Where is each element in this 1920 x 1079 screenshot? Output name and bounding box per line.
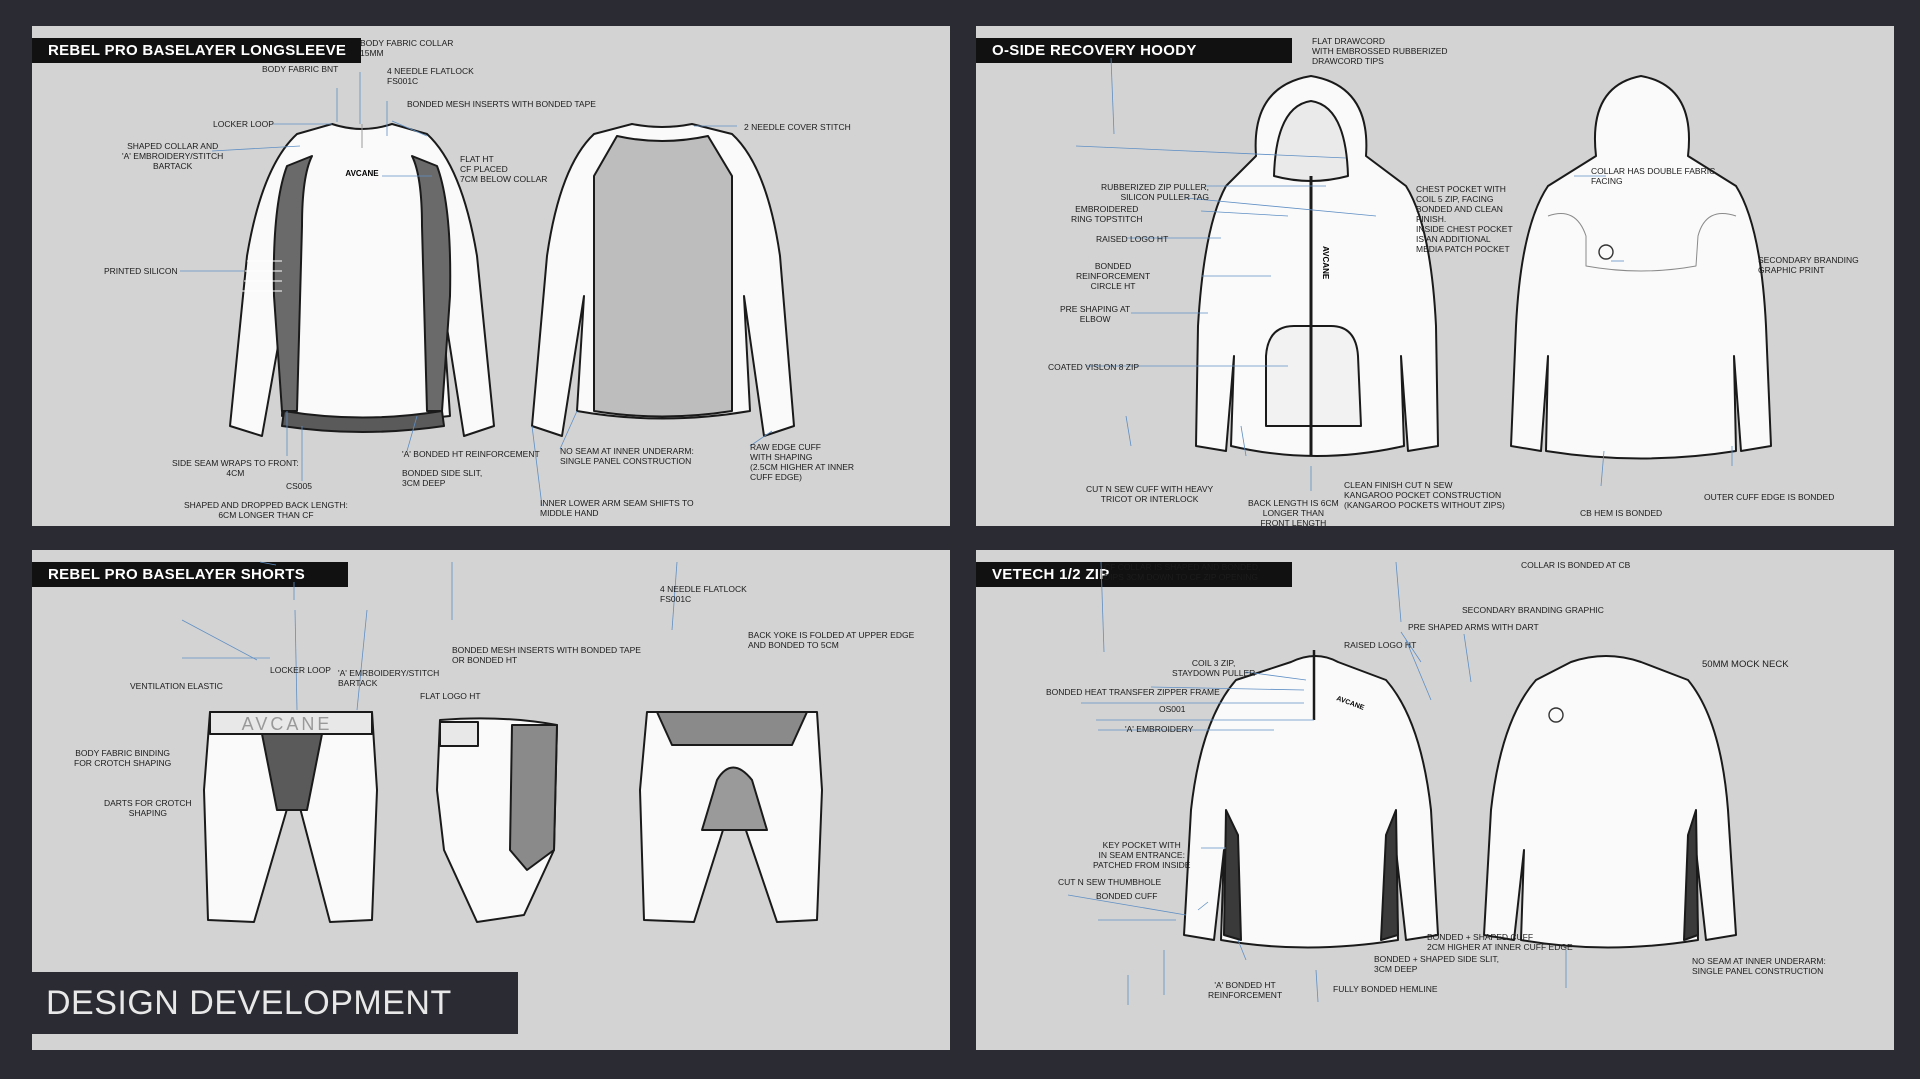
label-cf-collar: CF COLLAR IS SHAPED AND BONDED, DIPS 3CM… bbox=[1104, 562, 1261, 582]
label-raw-edge-cuff: RAW EDGE CUFF WITH SHAPING (2.5CM HIGHER… bbox=[750, 442, 855, 482]
leader-lines bbox=[1067, 561, 1567, 1005]
label-side-slit: BONDED + SHAPED SIDE SLIT, 3CM DEEP bbox=[1374, 954, 1499, 974]
panel-title: VETECH 1/2 ZIP bbox=[976, 562, 1292, 587]
shorts-front bbox=[203, 711, 378, 923]
label-bonded-shaped-cuff: BONDED + SHAPED CUFF 2CM HIGHER AT INNER… bbox=[1427, 932, 1573, 952]
label-zip-puller: RUBBERIZED ZIP PULLER, SILICON PULLER TA… bbox=[1101, 182, 1210, 202]
label-coated-zip: COATED VISLON 8 ZIP bbox=[1048, 362, 1140, 372]
panel-hoody: O-SIDE RECOVERY HOODY AVCANE bbox=[976, 26, 1894, 526]
label-flat-logo-ht: FLAT LOGO HT bbox=[420, 691, 481, 701]
label-clean-finish: CLEAN FINISH CUT N SEW KANGAROO POCKET C… bbox=[1344, 480, 1505, 510]
label-body-fabric-collar: BODY FABRIC COLLAR 15mm bbox=[360, 38, 454, 58]
label-chest-pocket: CHEST POCKET WITH COIL 5 ZIP, FACING BON… bbox=[1416, 184, 1513, 254]
label-cut-sew-cuff: CUT N SEW CUFF WITH HEAVY TRICOT OR INTE… bbox=[1086, 484, 1214, 504]
label-collar-double: COLLAR HAS DOUBLE FABRIC FACING bbox=[1591, 166, 1716, 186]
label-no-seam: NO SEAM AT INNER UNDERARM: SINGLE PANEL … bbox=[1692, 956, 1826, 976]
label-cb-hem: CB HEM IS BONDED bbox=[1580, 508, 1663, 518]
label-thumbhole: CUT N SEW THUMBHOLE bbox=[1058, 877, 1162, 887]
label-bonded-cuff: BONDED CUFF bbox=[1096, 891, 1158, 901]
label-pre-shaping: PRE SHAPING AT ELBOW bbox=[1060, 304, 1131, 324]
label-body-fabric-bnt: BODY FABRIC BNT bbox=[262, 64, 339, 74]
shorts-back bbox=[639, 711, 823, 923]
shorts-logo: AVCANE bbox=[242, 714, 333, 734]
panel-longsleeve: REBEL PRO BASELAYER LONGSLEEVE AVCANE bbox=[32, 26, 950, 526]
label-side-seam: SIDE SEAM WRAPS TO FRONT: 4CM bbox=[172, 458, 299, 478]
label-4-needle-flatlock: 4 NEEDLE FLATLOCK FS001C bbox=[660, 584, 747, 604]
label-a-bonded-ht: 'A' BONDED HT REINFORCEMENT bbox=[1208, 980, 1283, 1000]
panel-vetech: VETECH 1/2 ZIP AVCANE bbox=[976, 550, 1894, 1050]
label-drawcord: FLAT DRAWCORD WITH EMBROSSED RUBBERIZED … bbox=[1312, 36, 1448, 66]
label-dropped-back: SHAPED AND DROPPED BACK LENGTH: 6CM LONG… bbox=[184, 500, 348, 520]
panel-title: REBEL PRO BASELAYER SHORTS bbox=[32, 562, 348, 587]
hoody-back bbox=[1510, 75, 1772, 460]
label-secondary-branding: SECONDARY BRANDING GRAPHIC PRINT bbox=[1758, 255, 1859, 275]
label-cover-stitch: 2 NEEDLE COVER STITCH bbox=[744, 122, 851, 132]
hoody-logo: AVCANE bbox=[1321, 246, 1330, 280]
leader-lines bbox=[181, 561, 678, 711]
label-collar-cb: COLLAR IS BONDED AT CB bbox=[1521, 560, 1631, 570]
shorts-illustration: AVCANE bbox=[181, 561, 823, 923]
hoody-illustration: AVCANE bbox=[1075, 57, 1772, 491]
label-raised-logo: RAISED LOGO HT bbox=[1344, 640, 1417, 650]
label-raised-logo: RAISED LOGO HT bbox=[1096, 234, 1169, 244]
label-outer-cuff: OUTER CUFF EDGE IS BONDED bbox=[1704, 492, 1835, 502]
label-back-length: BACK LENGTH IS 6CM LONGER THAN FRONT LEN… bbox=[1248, 498, 1339, 526]
label-ventilation-elastic: VENTILATION ELASTIC bbox=[130, 681, 223, 691]
label-side-slit: BONDED SIDE SLIT, 3CM DEEP bbox=[402, 468, 483, 488]
label-ring-topstitch: EMBROIDERED RING TOPSTITCH bbox=[1071, 204, 1143, 224]
label-binding: BODY FABRIC BINDING FOR CROTCH SHAPING bbox=[74, 748, 172, 768]
label-pre-shaped-arms: PRE SHAPED ARMS WITH DART bbox=[1408, 622, 1539, 632]
longsleeve-illustration: AVCANE bbox=[180, 72, 795, 507]
panel-title: REBEL PRO BASELAYER LONGSLEEVE bbox=[32, 38, 361, 63]
label-key-pocket: KEY POCKET WITH IN SEAM ENTRANCE: PATCHE… bbox=[1093, 840, 1191, 870]
label-flat-ht: FLAT HT CF PLACED 7CM BELOW COLLAR bbox=[460, 154, 548, 184]
label-mock-neck: 50mm MOCK NECK bbox=[1702, 659, 1789, 670]
label-bonded-mesh: BONDED MESH INSERTS WITH BONDED TAPE bbox=[407, 99, 596, 109]
label-shaped-collar: SHAPED COLLAR AND 'A' EMBROIDERY/STITCH … bbox=[122, 141, 224, 171]
label-4-needle-flatlock: 4 NEEDLE FLATLOCK FS001C bbox=[387, 66, 474, 86]
label-cs005: CS005 bbox=[286, 481, 312, 491]
label-a-embroidery: 'A' EMRBOIDERY/STITCH BARTACK bbox=[338, 668, 440, 688]
footer-design-development: DESIGN DEVELOPMENT bbox=[32, 972, 518, 1034]
label-printed-silicon: PRINTED SILICON bbox=[104, 266, 178, 276]
label-locker-loop: LOCKER LOOP bbox=[213, 119, 274, 129]
label-bonded-mesh: BONDED MESH INSERTS WITH BONDED TAPE OR … bbox=[452, 645, 641, 665]
label-heat-transfer: BONDED HEAT TRANSFER ZIPPER FRAME bbox=[1046, 687, 1220, 697]
label-bonded-reinforcement: BONDED REINFORCEMENT CIRCLE HT bbox=[1076, 261, 1151, 291]
panel-shorts: REBEL PRO BASELAYER SHORTS AVCANE bbox=[32, 550, 950, 1050]
label-no-seam: NO SEAM AT INNER UNDERARM: SINGLE PANEL … bbox=[560, 446, 694, 466]
label-secondary-branding: SECONDARY BRANDING GRAPHIC bbox=[1462, 605, 1604, 615]
label-hemline: FULLY BONDED HEMLINE bbox=[1333, 984, 1438, 994]
label-darts: DARTS FOR CROTCH SHAPING bbox=[104, 798, 192, 818]
longsleeve-logo: AVCANE bbox=[345, 169, 379, 178]
label-inner-lower-arm: INNER LOWER ARM SEAM SHIFTS TO MIDDLE HA… bbox=[540, 498, 694, 518]
panel-title: O-SIDE RECOVERY HOODY bbox=[976, 38, 1292, 63]
label-a-embroidery: 'A' EMBROIDERY bbox=[1125, 724, 1194, 734]
vetech-front bbox=[1183, 655, 1439, 949]
hoody-front bbox=[1195, 75, 1439, 457]
label-a-bonded-ht: 'A' BONDED HT REINFORCEMENT bbox=[402, 449, 540, 459]
label-os001: OS001 bbox=[1159, 704, 1186, 714]
leader-lines bbox=[180, 72, 773, 507]
label-back-yoke: BACK YOKE IS FOLDED AT UPPER EDGE AND BO… bbox=[748, 630, 915, 650]
label-locker-loop: LOCKER LOOP bbox=[270, 665, 331, 675]
vetech-back bbox=[1483, 655, 1737, 949]
label-coil3: COIL 3 ZIP, STAYDOWN PULLER bbox=[1172, 658, 1256, 678]
vetech-illustration: AVCANE bbox=[1067, 561, 1737, 1005]
leader-lines bbox=[1075, 57, 1733, 491]
